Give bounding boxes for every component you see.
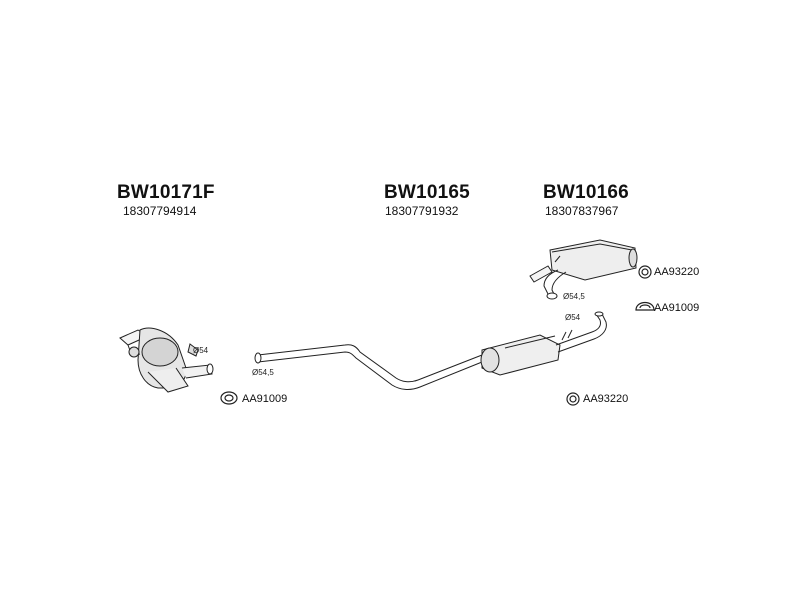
middle-pipe-muffler [254,311,607,390]
ref-clamp-middle-bottom: AA93220 [583,393,629,405]
ref-clamp-right-top: AA93220 [654,266,700,278]
oem-number-middle: 18307791932 [385,204,459,218]
rear-muffler [529,239,638,300]
ref-clamp-left: AA91009 [242,393,288,405]
dpf-assembly [119,327,214,393]
part-code-middle: BW10165 [384,182,470,203]
dim-dpf-outlet: Ø54 [193,346,209,355]
dim-mid-outlet: Ø54 [565,313,581,322]
clamp-icon [220,391,238,405]
ref-hanger-right: AA91009 [654,302,700,314]
clamp-ring-icon [638,265,652,279]
part-code-dpf: BW10171F [117,182,215,203]
part-code-rear: BW10166 [543,182,629,203]
oem-number-dpf: 18307794914 [123,204,197,218]
clamp-ring-icon [566,392,580,406]
dim-rear-inlet: Ø54,5 [563,292,585,301]
hanger-icon [635,301,655,311]
oem-number-rear: 18307837967 [545,204,619,218]
dim-mid-inlet: Ø54,5 [252,368,274,377]
